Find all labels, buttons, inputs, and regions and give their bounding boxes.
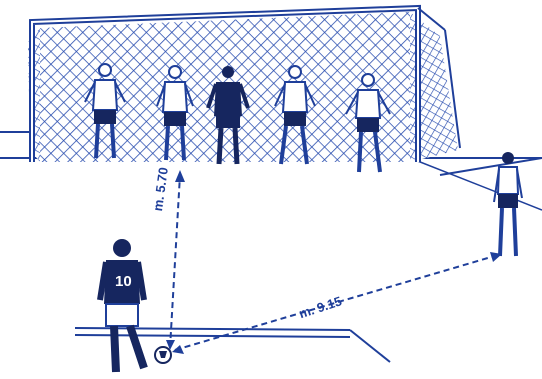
kicker-player: 10 (100, 239, 144, 372)
referee-player (494, 152, 522, 256)
arrowhead-wall (175, 170, 185, 182)
arrowhead-ball-right (172, 345, 184, 354)
pitch-lines (0, 132, 542, 362)
ball (155, 347, 171, 363)
distance-arrow-wall (170, 175, 180, 348)
svg-text:10: 10 (115, 273, 132, 290)
